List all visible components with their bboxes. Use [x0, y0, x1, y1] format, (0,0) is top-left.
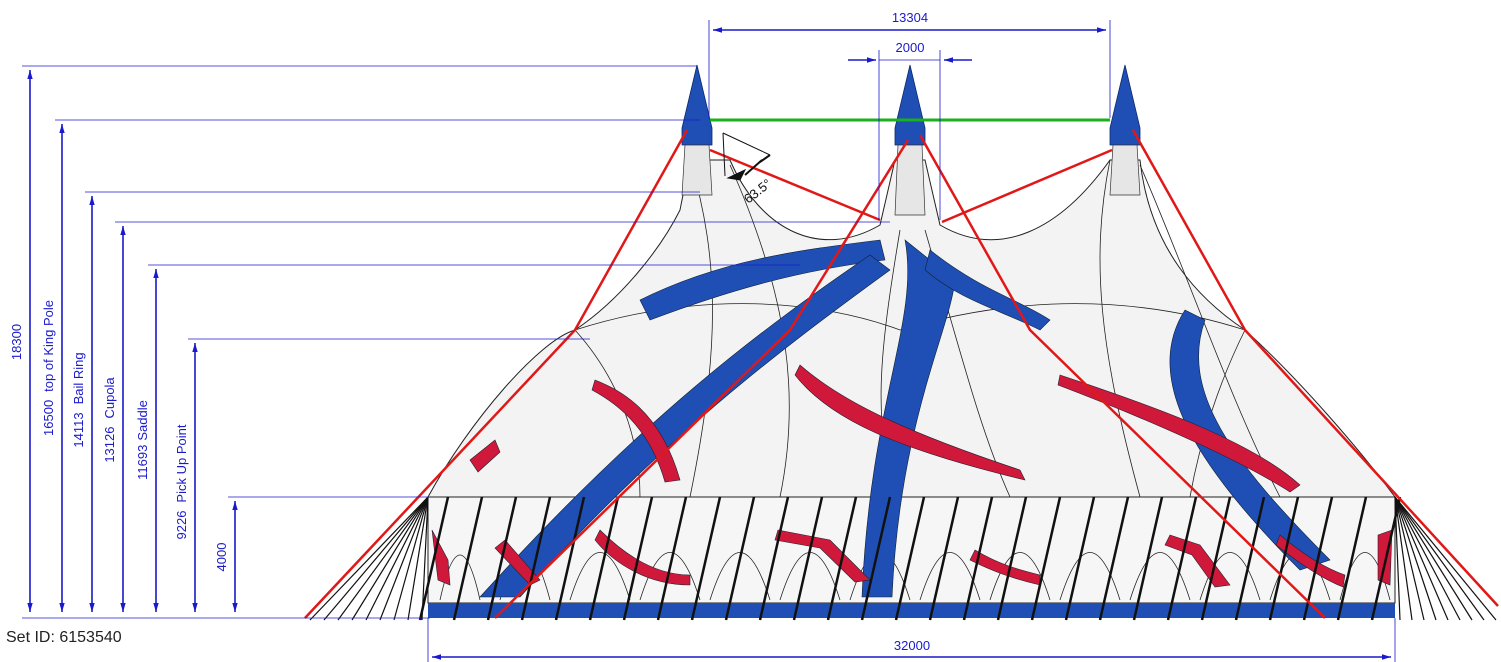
height-label-14113: 14113Bail Ring: [71, 352, 86, 447]
wall-stake: [1030, 496, 1062, 621]
side-stake-left: [407, 496, 429, 621]
center-cone: [894, 64, 926, 146]
height-label-4000: 4000: [214, 543, 229, 572]
cupola-necks: [681, 144, 1141, 216]
wall-stake: [554, 496, 586, 621]
wall-stake: [996, 496, 1028, 621]
wall-stake: [588, 496, 620, 621]
side-stake-left: [393, 496, 429, 621]
height-label-11693: 11693Saddle: [135, 400, 150, 480]
wall-stake: [656, 496, 688, 621]
top-width-label: 13304: [892, 10, 928, 25]
height-label-18300: 18300: [9, 324, 24, 360]
tent-body: [427, 64, 1396, 618]
wall-stake: [1336, 496, 1368, 621]
wall-stake: [1200, 496, 1232, 621]
wall-stake: [758, 496, 790, 621]
wall-stake: [1234, 496, 1266, 621]
side-stake-right: [1394, 496, 1497, 621]
pole-spacing-label: 2000: [896, 40, 925, 55]
red-stripes: [431, 364, 1393, 588]
side-stake-left: [365, 496, 429, 621]
wall-stake: [1268, 496, 1300, 621]
wall-stake: [826, 496, 858, 621]
wall-stake: [418, 496, 450, 621]
side-stake-left: [351, 496, 429, 621]
angle-annotation: [722, 132, 771, 181]
wall-stake: [1098, 496, 1130, 621]
side-stake-left: [309, 496, 429, 621]
extension-lines: [22, 20, 1396, 662]
wall-stake: [452, 496, 484, 621]
base-width-label: 32000: [894, 638, 930, 653]
pole-cones: [681, 64, 1141, 146]
side-stake-right: [1394, 496, 1473, 621]
guy-line-cross-2: [941, 148, 1113, 224]
wall-stake: [860, 496, 892, 621]
wall-stake: [520, 496, 552, 621]
wall-stake: [792, 496, 824, 621]
wall-stake: [486, 496, 518, 621]
wall-stake: [1166, 496, 1198, 621]
wall-stake: [962, 496, 994, 621]
wall-stakes: [309, 496, 1497, 621]
guy-line-right: [1131, 129, 1499, 607]
guy-line-left: [304, 129, 689, 619]
side-stake-right: [1394, 496, 1449, 621]
wall-stake: [622, 496, 654, 621]
side-stake-right: [1394, 496, 1437, 621]
side-stake-left: [337, 496, 429, 621]
side-stake-left: [323, 496, 429, 621]
height-label-9226: 9226Pick Up Point: [174, 424, 189, 539]
side-stake-left: [421, 496, 429, 621]
side-stake-right: [1394, 496, 1461, 621]
height-dimension-arrows: [27, 70, 238, 612]
set-id-label: Set ID: 6153540: [6, 629, 122, 646]
height-label-16500: 16500top of King Pole: [41, 300, 56, 436]
angle-label: 63.5°: [741, 176, 774, 207]
wall-stake: [1302, 496, 1334, 621]
angle-arrow-icon: [726, 168, 747, 181]
side-stake-right: [1394, 496, 1413, 621]
height-label-13126: 13126Cupola: [102, 377, 117, 463]
guy-line-left-inner: [494, 139, 910, 619]
side-stake-left: [379, 496, 429, 621]
wall-stake: [1132, 496, 1164, 621]
width-dimension-arrows: [432, 27, 1391, 660]
guy-line-right-inner: [918, 134, 1326, 619]
side-stake-right: [1394, 496, 1401, 621]
wall-stake: [690, 496, 722, 621]
wall-stake: [1064, 496, 1096, 621]
side-stake-right: [1394, 496, 1485, 621]
wall-stake: [928, 496, 960, 621]
wall-stake: [894, 496, 926, 621]
guy-line-cross-1: [709, 148, 881, 222]
tent-base-band: [428, 603, 1395, 618]
wall-stake: [724, 496, 756, 621]
side-stake-right: [1394, 496, 1425, 621]
guy-lines: [304, 129, 1499, 619]
